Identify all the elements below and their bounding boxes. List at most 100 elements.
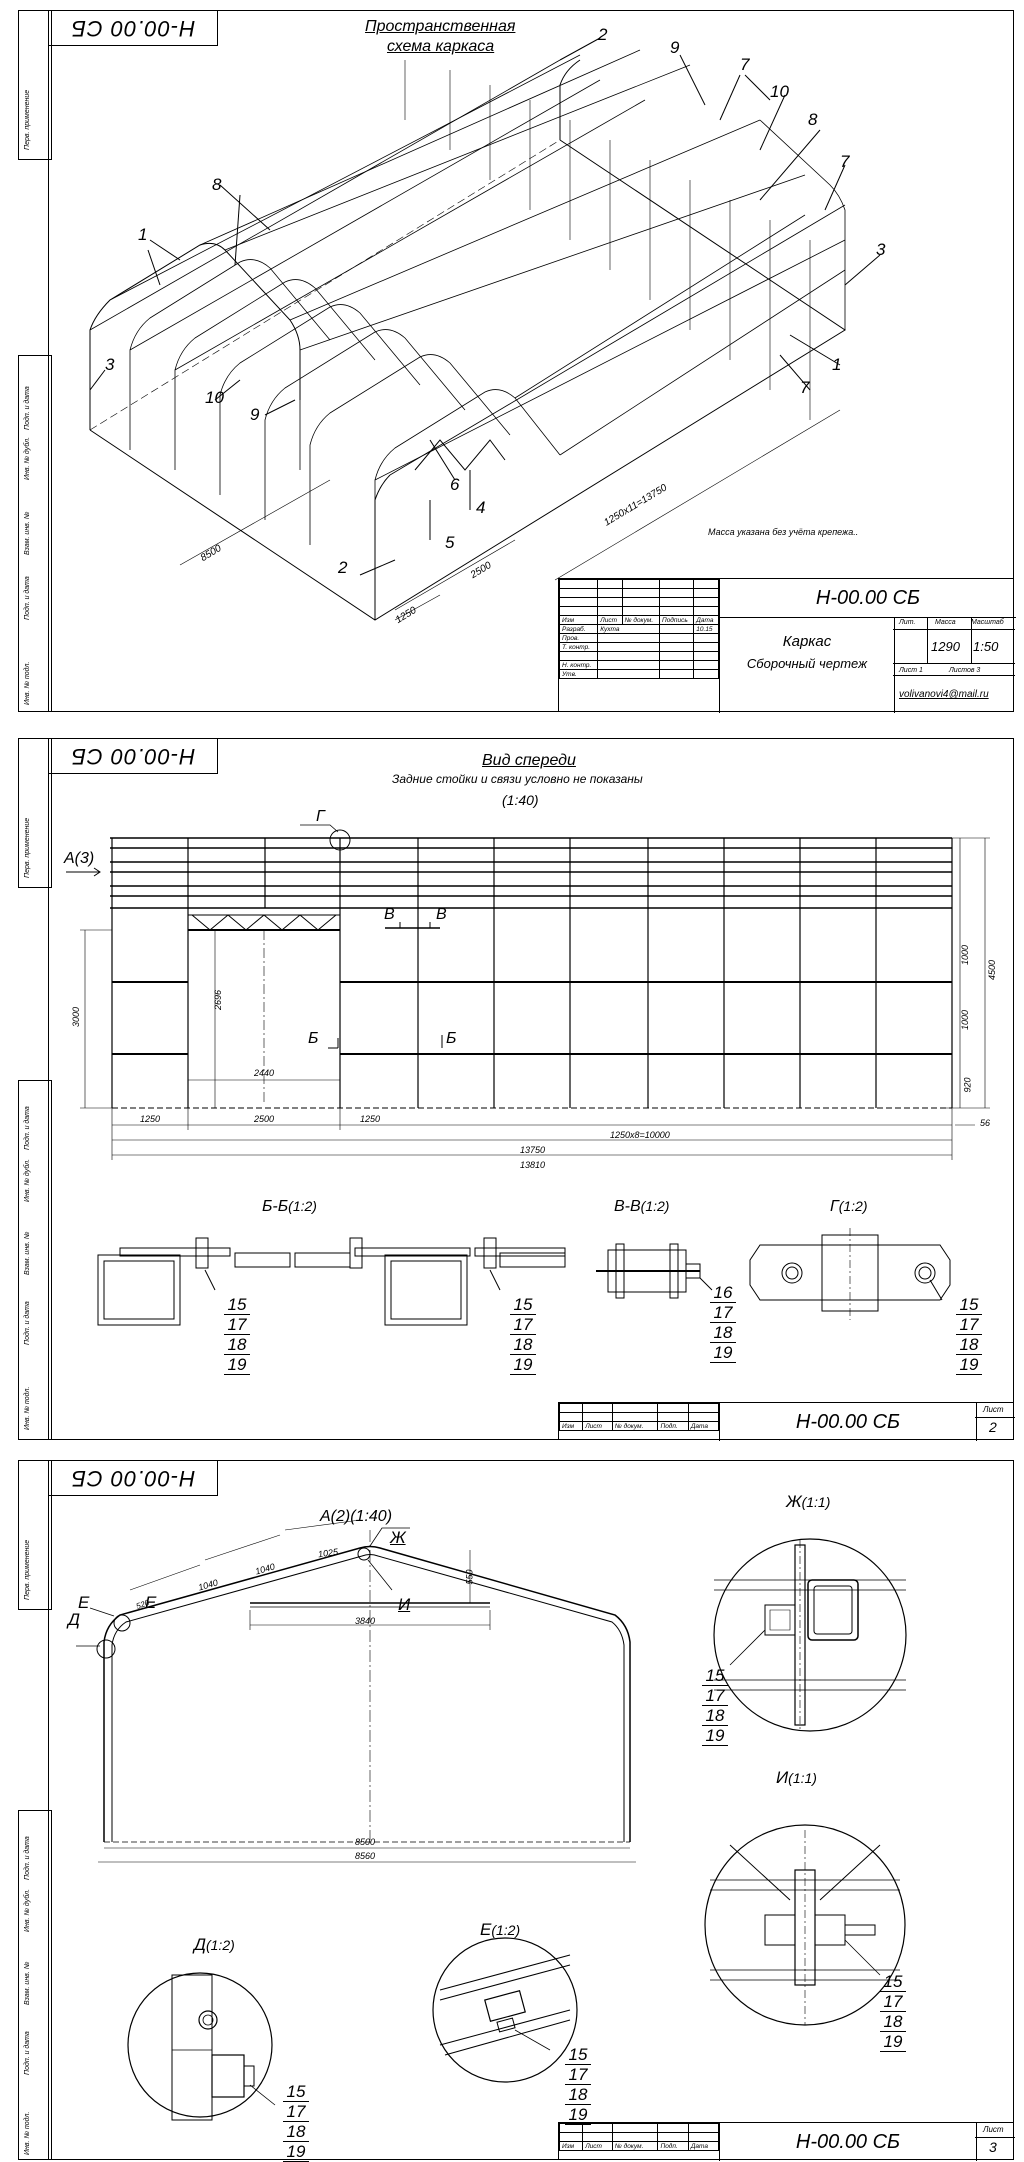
sheet-2: Перв. применение Подп. и дата Инв. № дуб… (0, 730, 1024, 1445)
sheet-1-frame (48, 10, 1014, 712)
rotated-doc-stamp: Н-00.00 СБ (48, 10, 218, 46)
drawing-subtitle: схема каркаса (387, 38, 495, 55)
label-d: Д (68, 1610, 80, 1629)
dim-2696: 2696 (213, 989, 224, 1011)
sheet-2-frame (48, 738, 1014, 1440)
detail-d-title: Д(1:2) (194, 1935, 235, 1954)
sheet-3: Перв. применение Подп. и дата Инв. № дуб… (0, 1450, 1024, 2162)
dim-4500: 4500 (987, 959, 998, 981)
callout-number: 6 (450, 475, 460, 494)
dim-56: 56 (980, 1118, 991, 1128)
section-vv-title: В-В(1:2) (614, 1198, 670, 1215)
title-block-doc-code: Н-00.00 СБ (719, 2123, 977, 2161)
view-scale: (1:40) (502, 792, 539, 808)
dim-2500: 2500 (254, 1114, 275, 1124)
mass-note: Масса указана без учёта крепежа.. (708, 527, 859, 537)
callout-number: 2 (598, 25, 608, 44)
end-view-drawing (76, 1519, 907, 2121)
dim-13750: 13750 (520, 1145, 546, 1155)
sheet-3-side-box-top (18, 1460, 52, 1610)
label-v2: В (436, 906, 447, 923)
title-block-name-line2: Сборочный чертеж (746, 656, 868, 671)
dim-1250b: 1250 (360, 1114, 381, 1124)
rotated-doc-stamp: Н-00.00 СБ (48, 738, 218, 774)
view-a2-title: А(2)(1:40) (320, 1508, 393, 1525)
title-block-sheet-number: 3 (989, 2139, 997, 2155)
title-block-lit-label: Лит. (899, 619, 916, 626)
label-b2: Б (446, 1030, 457, 1047)
dim-8560: 8560 (355, 1851, 376, 1861)
section-bb-title: Б-Б(1:2) (262, 1198, 317, 1215)
callout-number: 1 (138, 225, 148, 244)
dim-920: 920 (962, 1077, 973, 1093)
title-block-mass: 1290 (931, 639, 960, 654)
sheet-3-side-box-bottom (18, 1810, 52, 2160)
label-i: И (398, 1595, 411, 1614)
label-a3: А(3) (64, 850, 95, 867)
dim-3000: 3000 (71, 1006, 82, 1028)
dim-8500: 8500 (355, 1837, 376, 1847)
isometric-frame-drawing (89, 37, 881, 621)
drawing-title: Пространственная (365, 18, 516, 35)
front-view-drawing (66, 824, 990, 1326)
label-e2: Е (145, 1593, 157, 1612)
view-subtitle: Задние стойки и связи условно не показан… (392, 772, 643, 786)
title-block-sheets: Листов 3 (949, 667, 981, 674)
sheet-2-side-box-bottom (18, 1080, 52, 1440)
callout-number: 10 (205, 388, 224, 407)
callout-number: 1 (832, 355, 842, 374)
dim-1250a: 1250 (140, 1114, 161, 1124)
label-e1: Е (78, 1593, 90, 1612)
label-b1: Б (308, 1030, 319, 1047)
title-block-mass-label: Масса (935, 619, 956, 626)
dim-1000b: 1000 (960, 1009, 971, 1031)
callout-number: 3 (105, 355, 115, 374)
detail-zh-title: Ж(1:1) (786, 1492, 831, 1511)
dim-13810: 13810 (520, 1160, 546, 1170)
title-block-name-line1: Каркас (782, 633, 832, 650)
title-block-email: volivanovi4@mail.ru (899, 689, 989, 700)
sheet-1-side-box-top (18, 10, 52, 160)
sheet-1: Перв. применение Подп. и дата Инв. № дуб… (0, 0, 1024, 720)
title-block-sheet-label: Лист (983, 1405, 1004, 1414)
label-zh: Ж (390, 1528, 406, 1547)
dim-1250x8: 1250x8=10000 (610, 1130, 670, 1140)
callout-number: 7 (840, 152, 850, 171)
callout-number: 9 (670, 38, 680, 57)
title-block-sheet-label: Лист (983, 2125, 1004, 2134)
label-v1: В (384, 906, 395, 923)
title-block-sheet-divider (975, 1417, 1015, 1418)
callout-number: 4 (476, 498, 486, 517)
detail-i-title: И(1:1) (776, 1768, 817, 1787)
label-g: Г (316, 808, 325, 825)
dim-550: 550 (464, 1569, 475, 1585)
callout-number: 10 (770, 82, 789, 101)
callout-number: 8 (212, 175, 222, 194)
title-block-scale: 1:50 (973, 639, 999, 654)
title-block-doc-code: Н-00.00 СБ (719, 1403, 977, 1441)
rotated-doc-stamp: Н-00.00 СБ (48, 1460, 218, 1496)
title-block-scale-label: Масштаб (971, 619, 1004, 626)
callout-number: 2 (338, 558, 348, 577)
view-title: Вид спереди (482, 752, 576, 769)
title-block-name: Каркас Сборочный чертеж (719, 617, 895, 713)
title-block-sheet-number: 2 (989, 1419, 997, 1435)
title-block-sheet: Лист 1 (899, 667, 923, 674)
sheet-2-side-box-top (18, 738, 52, 888)
dim-1000a: 1000 (960, 944, 971, 966)
detail-e-title: Е(1:2) (480, 1920, 521, 1939)
view-g-title: Г(1:2) (830, 1198, 868, 1215)
